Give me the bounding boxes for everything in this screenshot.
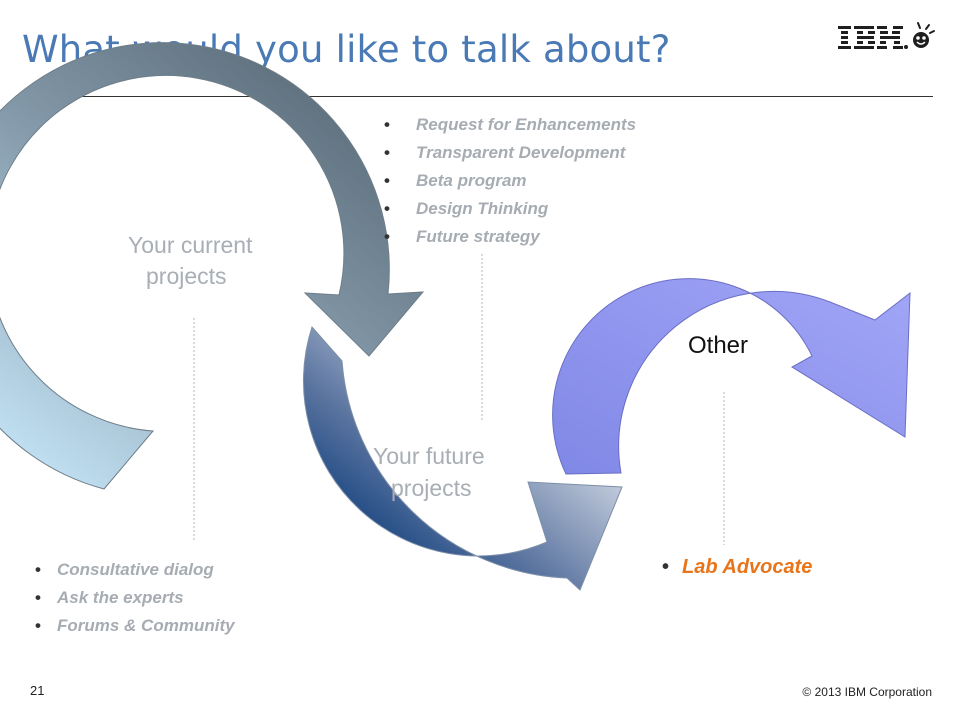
right-bullet-list: Lab Advocate [662,553,812,581]
list-item: Design Thinking [384,195,636,223]
arrow-future-projects [302,326,623,591]
list-item: Future strategy [384,223,636,251]
list-item: Consultative dialog [32,556,235,584]
label-other: Other [688,332,749,359]
arrow-current-projects [0,42,425,490]
list-item: Request for Enhancements [384,111,636,139]
title-divider [25,96,933,97]
list-item: Lab Advocate [662,553,812,581]
top-bullet-list: Request for Enhancements Transparent Dev… [384,111,636,251]
connector-lines [193,254,725,545]
ibm-logo [838,22,935,49]
copyright-notice: © 2013 IBM Corporation [802,685,932,699]
label-current-line1: Your current [128,232,253,258]
bottom-bullet-list: Consultative dialog Ask the experts Foru… [32,556,235,640]
arrow-other [552,278,911,475]
list-item: Ask the experts [32,584,235,612]
list-item: Forums & Community [32,612,235,640]
label-current-line2: projects [146,263,227,289]
label-future-line1: Your future [373,443,485,469]
page-number: 21 [30,683,45,698]
list-item: Transparent Development [384,139,636,167]
list-item: Beta program [384,167,636,195]
label-future-line2: projects [391,475,472,501]
